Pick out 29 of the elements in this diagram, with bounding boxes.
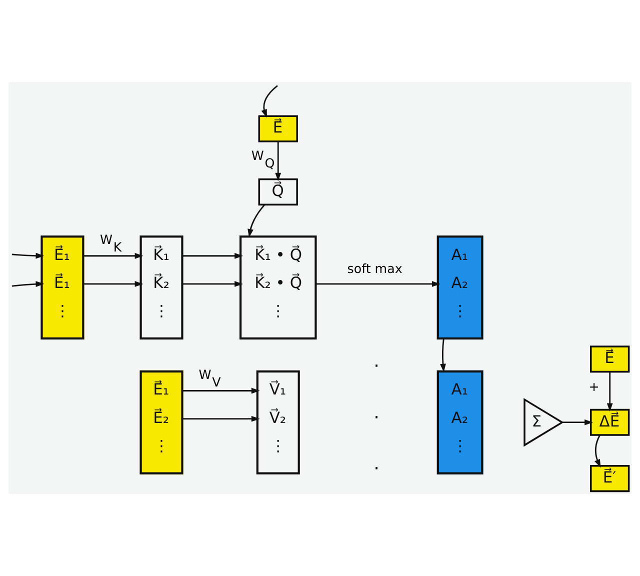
label: ·	[374, 407, 380, 428]
edge-label: +	[588, 379, 600, 394]
node-box: V⃗₁ V⃗₂ ⋮	[256, 370, 300, 474]
arrow	[12, 252, 44, 259]
node-box: E⃗	[590, 346, 630, 373]
arrow	[182, 281, 244, 287]
node-box: E⃗′	[590, 465, 630, 492]
arrow	[606, 372, 613, 412]
node-box: K⃗₁ • Q⃗ K⃗₂ • Q⃗ ⋮	[239, 236, 317, 340]
node-box: Q⃗	[258, 178, 298, 206]
arrow	[440, 339, 446, 372]
arrow	[82, 252, 144, 259]
arrow	[182, 252, 244, 259]
node-box: E⃗	[258, 115, 298, 142]
arrow	[261, 85, 278, 118]
edge-label: soft max	[347, 261, 402, 276]
arrow	[248, 204, 266, 238]
node-box: K⃗₁ K⃗₂ ⋮	[140, 236, 184, 340]
arrow	[12, 281, 44, 288]
arrow	[594, 434, 601, 468]
label: ·	[374, 356, 380, 377]
label: ·	[374, 458, 380, 480]
node-box: ΔE⃗	[590, 408, 630, 436]
arrow	[82, 281, 144, 287]
arrow	[562, 419, 594, 426]
arrow	[315, 281, 440, 287]
arrow	[182, 416, 260, 422]
arrow	[182, 388, 260, 394]
arrow	[275, 142, 282, 182]
